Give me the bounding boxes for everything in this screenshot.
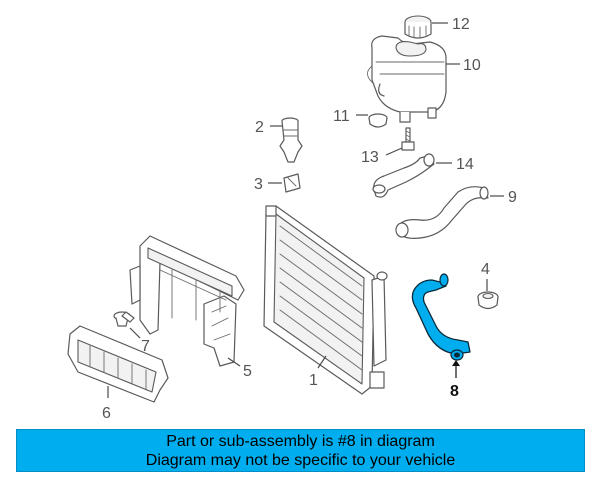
part-11-grommet[interactable] xyxy=(368,113,388,128)
callout-14: 14 xyxy=(456,156,474,173)
banner-line-1: Part or sub-assembly is #8 in diagram xyxy=(166,432,435,450)
callout-13: 13 xyxy=(361,149,379,166)
callout-5: 5 xyxy=(243,363,252,380)
part-14-hose[interactable] xyxy=(372,153,435,198)
info-banner: Part or sub-assembly is #8 in diagram Di… xyxy=(16,429,585,472)
part-8-radiator-hose[interactable] xyxy=(411,273,471,361)
callout-2: 2 xyxy=(255,119,264,136)
radiator-support-frame[interactable] xyxy=(129,235,245,335)
part-5-bracket[interactable] xyxy=(203,295,237,367)
callout-10: 10 xyxy=(463,57,481,74)
callout-11: 11 xyxy=(333,108,350,125)
part-10-coolant-reservoir[interactable] xyxy=(367,35,447,123)
callout-9: 9 xyxy=(508,189,517,206)
callout-12: 12 xyxy=(452,16,470,33)
part-3-mount[interactable] xyxy=(283,173,301,193)
part-12-reservoir-cap[interactable] xyxy=(404,15,432,39)
callout-4: 4 xyxy=(481,261,490,278)
callout-3: 3 xyxy=(254,176,263,193)
part-13-bolt[interactable] xyxy=(401,127,415,151)
part-2-bleeder[interactable] xyxy=(279,117,303,163)
banner-line-2: Diagram may not be specific to your vehi… xyxy=(145,451,456,469)
part-6-air-guide[interactable] xyxy=(67,325,169,403)
part-1-radiator[interactable] xyxy=(263,205,388,395)
callout-6: 6 xyxy=(102,405,111,420)
part-7-push-pin[interactable] xyxy=(113,311,135,327)
part-4-cap[interactable] xyxy=(477,291,499,310)
callout-1: 1 xyxy=(309,372,318,389)
callout-8: 8 xyxy=(450,383,459,400)
parts-diagram: 12 10 11 13 14 9 xyxy=(67,15,517,420)
callout-7: 7 xyxy=(141,338,150,355)
part-9-hose[interactable] xyxy=(395,186,489,239)
